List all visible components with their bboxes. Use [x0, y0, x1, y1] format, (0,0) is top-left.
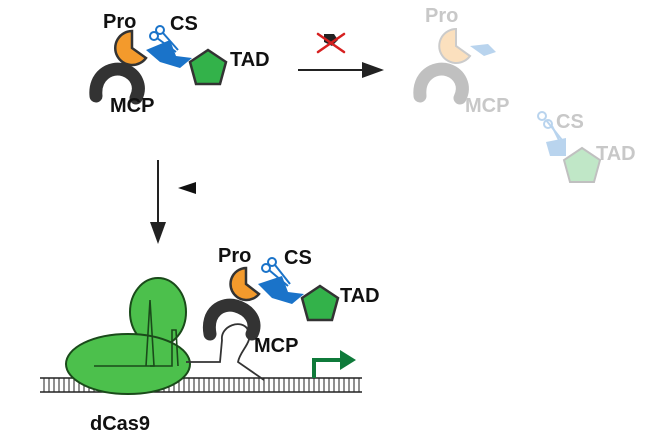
cleavage-site: [146, 40, 192, 68]
protease-shape: [114, 29, 148, 67]
label-pro: Pro: [103, 11, 136, 33]
arrow-right: [298, 62, 384, 78]
dcas9-shape: [65, 277, 191, 395]
faded-label-tad: TAD: [596, 143, 636, 165]
label-mcp: MCP: [110, 95, 154, 117]
label-tad: TAD: [230, 49, 270, 71]
label-pro-bottom: Pro: [218, 245, 251, 267]
faded-label-mcp: MCP: [465, 95, 509, 117]
faded-label-cs: CS: [556, 111, 584, 133]
label-cs: CS: [170, 13, 198, 35]
red-x-icon: [316, 32, 346, 54]
label-mcp-bottom: MCP: [254, 335, 298, 357]
complex-top-left: Pro CS TAD MCP: [89, 11, 270, 117]
mcp-shape-bottom: [202, 298, 261, 341]
complex-bottom: Pro CS TAD MCP: [202, 245, 380, 357]
arrow-down: [150, 160, 166, 244]
mcp-shape: [89, 62, 145, 105]
faded-label-pro: Pro: [425, 5, 458, 27]
protease-shape-bottom: [229, 266, 261, 302]
cleavage-site-bottom: [258, 276, 304, 304]
faded-products: [413, 27, 602, 183]
tad-shape-bottom: [300, 284, 340, 322]
tad-shape: [188, 48, 228, 86]
label-cs-bottom: CS: [284, 247, 312, 269]
scissors-icon: [261, 257, 291, 287]
label-dcas9: dCas9: [90, 413, 150, 435]
label-tad-bottom: TAD: [340, 285, 380, 307]
black-triangle-icon: [178, 182, 196, 194]
promoter-arrow-icon: [312, 350, 356, 378]
scissors-icon: [149, 25, 179, 53]
